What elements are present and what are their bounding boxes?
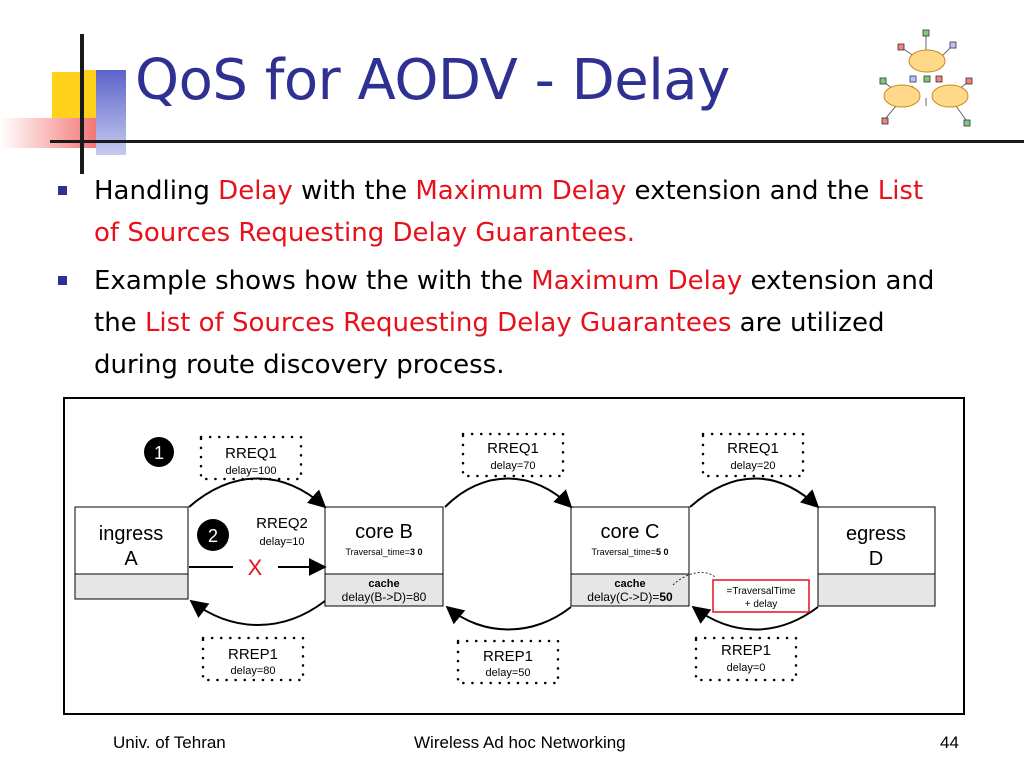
- core-c-traversal: Traversal_time=5 0: [592, 547, 669, 557]
- rrep1-ba-box: [201, 636, 305, 682]
- arrow-rrep1-d-to-c: [691, 605, 819, 631]
- arrow-rreq1-a-to-b: [188, 477, 327, 509]
- rrep1-cb-box: [456, 639, 560, 685]
- diagram-frame: [63, 397, 965, 715]
- footer-course: Wireless Ad hoc Networking: [414, 733, 626, 752]
- rreq1-cd-delay: delay=20: [731, 460, 776, 472]
- highlight-text: Maximum Delay: [415, 176, 627, 206]
- body-text: are utilized during route discovery proc…: [94, 308, 885, 380]
- svg-text:+ delay: + delay: [745, 599, 778, 610]
- arrow-rreq1-c-to-d: [689, 477, 820, 509]
- arrow-rreq1-b-to-c: [444, 477, 573, 509]
- bullet-text-2: Example shows how the with the Maximum D…: [94, 266, 934, 380]
- arrow-rrep1-c-to-b: [445, 605, 572, 631]
- ingress-label: ingress: [99, 523, 163, 545]
- highlight-text: Delay: [218, 176, 293, 206]
- step-badge-2: 2: [197, 519, 229, 551]
- rrep1-ba-delay: delay=80: [231, 665, 276, 677]
- svg-text:2: 2: [208, 526, 218, 546]
- rreq1-bc-delay: delay=70: [491, 460, 536, 472]
- highlight-text: List of Sources Requesting Delay Guarant…: [144, 308, 732, 338]
- node-core-c: core C Traversal_time=5 0 cache delay(C-…: [570, 506, 690, 607]
- core-b-label: core B: [355, 521, 413, 543]
- core-b-traversal: Traversal_time=3 0: [346, 547, 423, 557]
- svg-text:1: 1: [154, 443, 164, 463]
- rrep1-cb-delay: delay=50: [486, 667, 531, 679]
- core-c-cache-label: cache: [614, 578, 645, 590]
- rrep1-dc-box: [694, 636, 798, 682]
- bullet-text-1: Handling Delay with the Maximum Delay ex…: [94, 176, 923, 248]
- rreq1-bc-box: [461, 432, 565, 478]
- route-discovery-diagram: ingress A core B Traversal_time=3 0 cach…: [63, 397, 965, 715]
- rreq1-cd-box: [701, 432, 805, 478]
- egress-label: egress: [846, 523, 906, 545]
- bullet-marker: [58, 186, 67, 195]
- traversal-formula-box: =TraversalTime + delay: [712, 579, 810, 613]
- core-c-label: core C: [601, 521, 660, 543]
- bullet-list: Handling Delay with the Maximum Delay ex…: [52, 170, 952, 392]
- corner-decoration: [0, 0, 140, 175]
- body-text: with the: [292, 176, 416, 206]
- page-title: QoS for AODV - Delay: [135, 48, 730, 113]
- core-b-cache-value: delay(B->D)=80: [342, 590, 427, 604]
- rreq1-ab-name: RREQ1: [225, 445, 277, 462]
- highlight-text: Maximum Delay: [531, 266, 743, 296]
- bullet-marker: [58, 276, 67, 285]
- rreq1-ab-delay: delay=100: [225, 465, 276, 477]
- title-underline: [50, 140, 1024, 143]
- blocked-mark: X: [248, 555, 263, 580]
- step-badge-1: 1: [144, 437, 174, 467]
- body-text: Example shows how the with the: [94, 266, 532, 296]
- footer-university: Univ. of Tehran: [113, 733, 226, 752]
- body-text: extension and the: [626, 176, 878, 206]
- body-text: Handling: [94, 176, 219, 206]
- node-ingress-a: ingress A: [74, 506, 189, 600]
- node-egress-d: egress D: [817, 506, 936, 607]
- core-b-cache-label: cache: [368, 578, 399, 590]
- rrep1-dc-name: RREP1: [721, 642, 771, 659]
- bullet-item-2: Example shows how the with the Maximum D…: [52, 260, 952, 386]
- body-text: extension and the: [94, 266, 935, 338]
- rreq2-ab-name: RREQ2: [256, 515, 308, 532]
- rreq1-cd-name: RREQ1: [727, 440, 779, 457]
- egress-id: D: [869, 548, 883, 570]
- rrep1-dc-delay: delay=0: [727, 662, 766, 674]
- rreq1-bc-name: RREQ1: [487, 440, 539, 457]
- network-logo-icon: [879, 29, 973, 127]
- node-core-b: core B Traversal_time=3 0 cache delay(B-…: [324, 506, 444, 607]
- page-number: 44: [940, 733, 959, 752]
- ingress-id: A: [124, 548, 138, 570]
- core-c-cache-value: delay(C->D)=50: [587, 590, 673, 604]
- bullet-item-1: Handling Delay with the Maximum Delay ex…: [52, 170, 952, 254]
- rrep1-ba-name: RREP1: [228, 646, 278, 663]
- rreq1-ab-box: [199, 435, 303, 481]
- highlight-text: List of Sources Requesting Delay Guarant…: [94, 176, 924, 248]
- rreq2-ab-delay: delay=10: [260, 536, 305, 548]
- rrep1-cb-name: RREP1: [483, 648, 533, 665]
- arrow-rrep1-b-to-a: [189, 599, 326, 626]
- svg-text:=TraversalTime: =TraversalTime: [727, 586, 796, 597]
